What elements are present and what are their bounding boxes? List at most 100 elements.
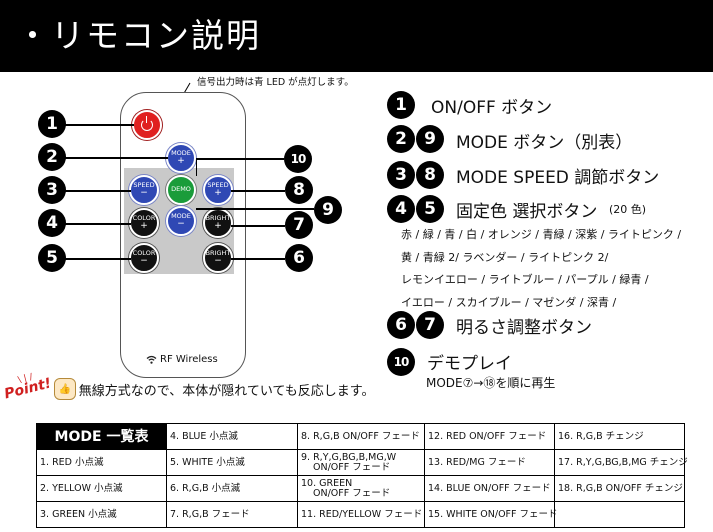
mode-table-header: MODE 一覧表	[36, 423, 167, 450]
mode-table-cell: 11. RED/YELLOW フェード	[297, 501, 425, 528]
legend-marker-9: 9	[416, 125, 444, 153]
color-list-line: イエロー / スカイブルー / マゼンダ / 深青 /	[401, 295, 617, 309]
legend-on-off: ON/OFF ボタン	[431, 98, 553, 118]
mode-table-cell	[554, 501, 685, 528]
mode-minus-sign: −	[177, 219, 185, 230]
mode-table-cell: 15. WHITE ON/OFF フェード	[424, 501, 558, 528]
mode-table-cell: 14. BLUE ON/OFF フェード	[424, 475, 555, 502]
point-text: 無線方式なので、本体が隠れていても反応します。	[78, 383, 375, 399]
leader-6	[231, 258, 285, 260]
speed-plus-button[interactable]: SPEED +	[203, 175, 233, 205]
marker-10: 10	[284, 145, 312, 173]
mode-plus-label: MODE	[171, 148, 191, 157]
mode-table-cell: 1. RED 小点滅	[36, 449, 167, 476]
marker-1: 1	[38, 110, 66, 138]
leader-5	[64, 258, 131, 260]
demo-button[interactable]: DEMO	[166, 175, 196, 205]
color-minus-button[interactable]: COLOR −	[129, 243, 159, 273]
bright-minus-button[interactable]: BRIGHT −	[203, 243, 233, 273]
leader-2	[64, 157, 168, 159]
point-note: Point! \ | / 👍 無線方式なので、本体が隠れていても反応します。	[3, 372, 375, 402]
color-list-line: 赤 / 緑 / 青 / 白 / オレンジ / 青緑 / 深紫 / ライトピンク …	[401, 228, 682, 241]
leader-7	[231, 225, 285, 227]
bright-plus-label: BRIGHT	[205, 213, 231, 222]
mode-table-cell: 13. RED/MG フェード	[424, 449, 555, 476]
mode-table-cell: 5. WHITE 小点滅	[166, 449, 298, 476]
leader-4	[64, 223, 131, 225]
marker-3: 3	[38, 176, 66, 204]
leader-10	[196, 158, 284, 160]
marker-7: 7	[285, 211, 313, 239]
color-plus-button[interactable]: COLOR +	[129, 208, 159, 238]
color-plus-label: COLOR	[132, 213, 156, 222]
color-plus-sign: +	[140, 221, 148, 232]
rf-wireless-text: RF Wireless	[160, 354, 218, 365]
power-button[interactable]	[132, 110, 162, 140]
color-list-line: レモンイエロー / ライトブルー / パープル / 緑青 /	[401, 273, 649, 286]
marker-2: 2	[38, 143, 66, 171]
rf-wireless-label: RF Wireless	[146, 354, 218, 365]
mode-minus-button[interactable]: MODE −	[166, 206, 196, 236]
leader-1	[64, 124, 134, 126]
marker-5: 5	[38, 244, 66, 272]
marker-9: 9	[314, 196, 342, 224]
mode-plus-button[interactable]: MODE +	[166, 143, 196, 173]
legend-marker-5: 5	[416, 195, 444, 223]
mode-table-cell: 18. R,G,B ON/OFF チェンジ	[554, 475, 685, 502]
legend-marker-4: 4	[387, 195, 415, 223]
legend-marker-7: 7	[416, 311, 444, 339]
legend-mode: MODE ボタン（別表）	[456, 133, 633, 153]
bright-plus-button[interactable]: BRIGHT +	[203, 208, 233, 238]
speed-minus-button[interactable]: SPEED −	[129, 175, 159, 205]
legend-marker-6: 6	[387, 311, 415, 339]
mode-table-cell: 16. R,G,B チェンジ	[554, 423, 685, 450]
power-icon	[141, 116, 153, 131]
mode-table-cell: 7. R,G,B フェード	[166, 501, 298, 528]
legend-demo-note: MODE⑦→⑱を順に再生	[426, 376, 556, 390]
mode-table-cell: 3. GREEN 小点滅	[36, 501, 167, 528]
mode-plus-sign: +	[177, 156, 185, 167]
bright-plus-sign: +	[214, 221, 222, 232]
legend-marker-2: 2	[387, 125, 415, 153]
bright-minus-label: BRIGHT	[205, 248, 231, 257]
marker-4: 4	[38, 209, 66, 237]
mode-minus-label: MODE	[171, 211, 191, 220]
marker-6: 6	[285, 244, 313, 272]
mode-table-cell: 17. R,Y,G,BG,B,MG チェンジ	[554, 449, 688, 476]
color-minus-label: COLOR	[132, 248, 156, 257]
color-minus-sign: −	[140, 256, 148, 267]
speed-minus-sign: −	[140, 188, 148, 199]
speed-plus-sign: +	[214, 188, 222, 199]
page-header: ・リモコン説明	[0, 0, 713, 72]
speed-minus-label: SPEED	[133, 180, 155, 189]
speed-plus-label: SPEED	[207, 180, 229, 189]
legend-fixed-color: 固定色 選択ボタン	[456, 202, 598, 222]
thumbs-up-icon: 👍	[53, 378, 76, 400]
mode-table-cell: 2. YELLOW 小点滅	[36, 475, 167, 502]
leader-9	[196, 208, 314, 210]
legend-demo-play: デモプレイ	[427, 354, 512, 374]
leader-8	[231, 190, 285, 192]
demo-label: DEMO	[171, 185, 191, 194]
legend-brightness: 明るさ調整ボタン	[456, 318, 592, 338]
legend-marker-3: 3	[387, 161, 415, 189]
bright-minus-sign: −	[214, 256, 222, 267]
legend-mode-speed: MODE SPEED 調節ボタン	[456, 168, 660, 188]
legend-marker-8: 8	[416, 161, 444, 189]
mode-table-cell: 6. R,G,B 小点滅	[166, 475, 298, 502]
mode-table-cell: 4. BLUE 小点滅	[166, 423, 298, 450]
wireless-icon	[146, 355, 157, 364]
leader-3	[64, 190, 131, 192]
marker-8: 8	[285, 176, 313, 204]
color-list-line: 黄 / 青緑 2/ ラベンダー / ライトピンク 2/	[401, 250, 609, 264]
leader-10-drop	[196, 158, 197, 176]
mode-table-cell: 8. R,G,B ON/OFF フェード	[297, 423, 425, 450]
legend-marker-10: 10	[387, 348, 415, 376]
